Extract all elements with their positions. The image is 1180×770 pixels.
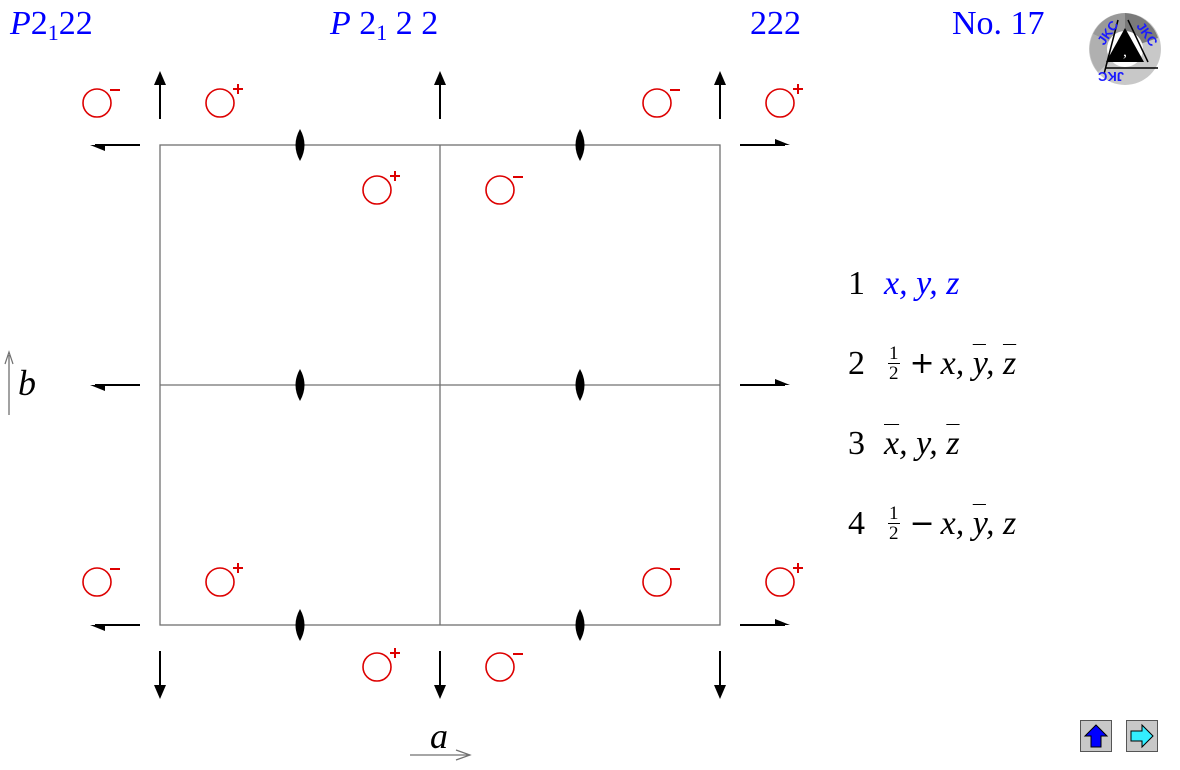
b-axis-label: b (18, 363, 36, 403)
lattice-letter: P (10, 5, 31, 42)
svg-text:,: , (1123, 43, 1127, 60)
symbol-subscript: 1 (47, 20, 59, 45)
equivalent-position-marker (765, 563, 803, 597)
coordinate-expression: x, y, z (940, 505, 1017, 542)
twofold-axis-icon (295, 129, 305, 161)
equivalent-position-marker (642, 567, 680, 597)
unit-cell-grid (159, 144, 721, 626)
twofold-axis-icon (575, 369, 585, 401)
half-arrow-right-icon (740, 379, 790, 386)
symbol-part: 22 (58, 5, 93, 42)
arrow-up-icon (1083, 724, 1109, 748)
screw-axes (90, 71, 790, 699)
twofold-axis-icon (575, 609, 585, 641)
arrow-right-icon (1130, 723, 1154, 749)
b-axis-indicator: b (4, 350, 36, 415)
twofold-axis-icon (295, 369, 305, 401)
coordinate-expression: x, y, z (884, 425, 960, 462)
coordinate-index: 4 (848, 505, 865, 542)
space-group-number: No. 17 (952, 5, 1045, 42)
symbol-part: 2 (30, 5, 48, 42)
point-group: 222 (750, 5, 801, 42)
equivalent-position-marker (485, 652, 523, 682)
equivalent-position-marker (82, 88, 120, 118)
a-axis-label: a (430, 716, 448, 756)
arrow-up-icon (434, 71, 446, 119)
coordinate-row: 1 x, y, z (848, 244, 1016, 324)
equivalent-position-marker (765, 84, 803, 118)
space-group-diagram: b a (4, 71, 803, 761)
symbol-subscript: 1 (376, 20, 388, 45)
arrow-down-icon (434, 651, 446, 699)
lattice-letter: P (330, 5, 351, 42)
half-arrow-left-icon (90, 624, 140, 631)
coordinate-index: 1 (848, 265, 865, 302)
a-axis-indicator: a (410, 716, 472, 761)
twofold-axis-icon (575, 129, 585, 161)
half-arrow-left-icon (90, 384, 140, 391)
equivalent-position-marker (362, 648, 400, 682)
equivalent-position-marker (205, 84, 243, 118)
half-arrow-right-icon (740, 139, 790, 146)
equivalent-position-marker (82, 567, 120, 597)
equivalent-positions (82, 84, 803, 682)
half-arrow-left-icon (90, 144, 140, 151)
next-button[interactable] (1126, 720, 1158, 752)
coordinate-expression: x, y, z (884, 265, 960, 302)
equivalent-position-marker (205, 563, 243, 597)
arrow-down-icon (154, 651, 166, 699)
symbol-part: 2 2 (387, 5, 439, 42)
symbol-part: 2 (359, 5, 377, 42)
twofold-axes (295, 129, 585, 641)
coordinate-index: 2 (848, 345, 865, 382)
coordinate-index: 3 (848, 425, 865, 462)
jkc-logo[interactable]: , JKC JKC JKC (1088, 12, 1162, 86)
equivalent-position-marker (642, 88, 680, 118)
equivalent-position-marker (362, 171, 400, 205)
short-symbol: P2122 (10, 2, 93, 46)
operator: − (909, 506, 935, 541)
arrow-down-icon (714, 651, 726, 699)
half-arrow-right-icon (740, 619, 790, 626)
arrow-up-icon (154, 71, 166, 119)
operator: + (909, 346, 935, 381)
arrow-up-icon (714, 71, 726, 119)
full-symbol: P 21 2 2 (330, 2, 438, 46)
coordinate-row: 3 x, y, z (848, 404, 1016, 484)
equivalent-position-marker (485, 175, 523, 205)
up-button[interactable] (1080, 720, 1112, 752)
twofold-axis-icon (295, 609, 305, 641)
coordinate-expression: x, y, z (940, 345, 1017, 382)
logo-text: JKC (1097, 69, 1124, 84)
